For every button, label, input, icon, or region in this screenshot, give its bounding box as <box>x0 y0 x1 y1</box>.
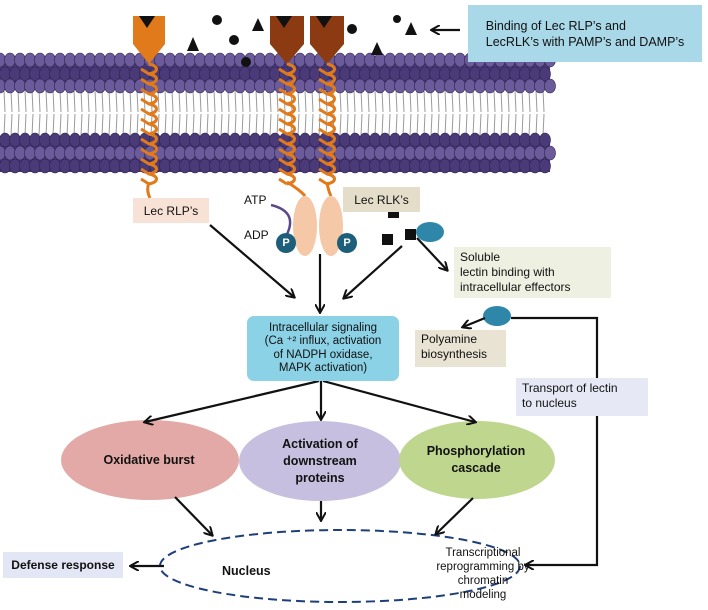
lec-rlp-label: Lec RLP’s <box>133 198 209 223</box>
lec-rlp-receptor <box>133 16 165 199</box>
phosphate-left-label: P <box>282 237 290 249</box>
binding-label-box: Binding of Lec RLP’s and LecRLK’s with P… <box>468 5 702 62</box>
phosphate-left <box>276 233 296 253</box>
arrow-phos-to-nucleus <box>436 497 474 534</box>
soluble-lectin-label: Soluble lectin binding with intracellula… <box>454 247 611 298</box>
atp-label: ATP <box>244 193 267 207</box>
downstream-activation-label: Activation of downstream proteins <box>282 436 358 485</box>
transcriptional-reprogramming-label: Transcriptional reprogramming by chromat… <box>436 547 530 601</box>
phosphate-right-label: P <box>343 237 351 249</box>
transport-label: Transport of lectin to nucleus <box>516 378 648 416</box>
lec-rlk-receptor-right <box>310 16 344 197</box>
arrow-rlk-to-signaling <box>344 245 403 298</box>
oxidative-burst-oval <box>61 420 239 500</box>
flow-arrows <box>131 30 599 566</box>
phosphorylation-oval <box>399 421 555 499</box>
downstream-activation-oval <box>239 421 401 501</box>
ligand-molecules <box>187 15 417 67</box>
arrow-to-soluble <box>416 237 447 270</box>
cell-membrane <box>0 52 556 174</box>
polyamine-label: Polyamine biosynthesis <box>415 330 506 367</box>
soluble-lectin-molecules <box>382 207 511 326</box>
arrow-to-oxidative <box>145 379 320 422</box>
lec-rlk-receptor-left <box>270 16 307 197</box>
oxidative-burst-label: Oxidative burst <box>103 452 195 467</box>
phosphorylation-label: Phosphorylation cascade <box>426 444 526 475</box>
arrow-oxidative-to-nucleus <box>174 496 212 535</box>
adp-label: ADP <box>244 228 269 242</box>
intracellular-signaling-box: Intracellular signaling (Ca ⁺² influx, a… <box>247 316 399 381</box>
defense-response-label: Defense response <box>3 552 123 578</box>
nucleus-label: Nucleus <box>222 564 271 578</box>
lec-rlk-label: Lec RLK’s <box>343 187 420 212</box>
phosphate-right <box>337 233 357 253</box>
arrow-transport-to-nucleus <box>511 316 599 565</box>
arrow-to-phosphorylation <box>322 379 475 422</box>
kinase-domains <box>270 196 343 256</box>
arrow-rlp-to-signaling <box>209 224 294 297</box>
arrow-to-polyamine <box>463 316 486 327</box>
